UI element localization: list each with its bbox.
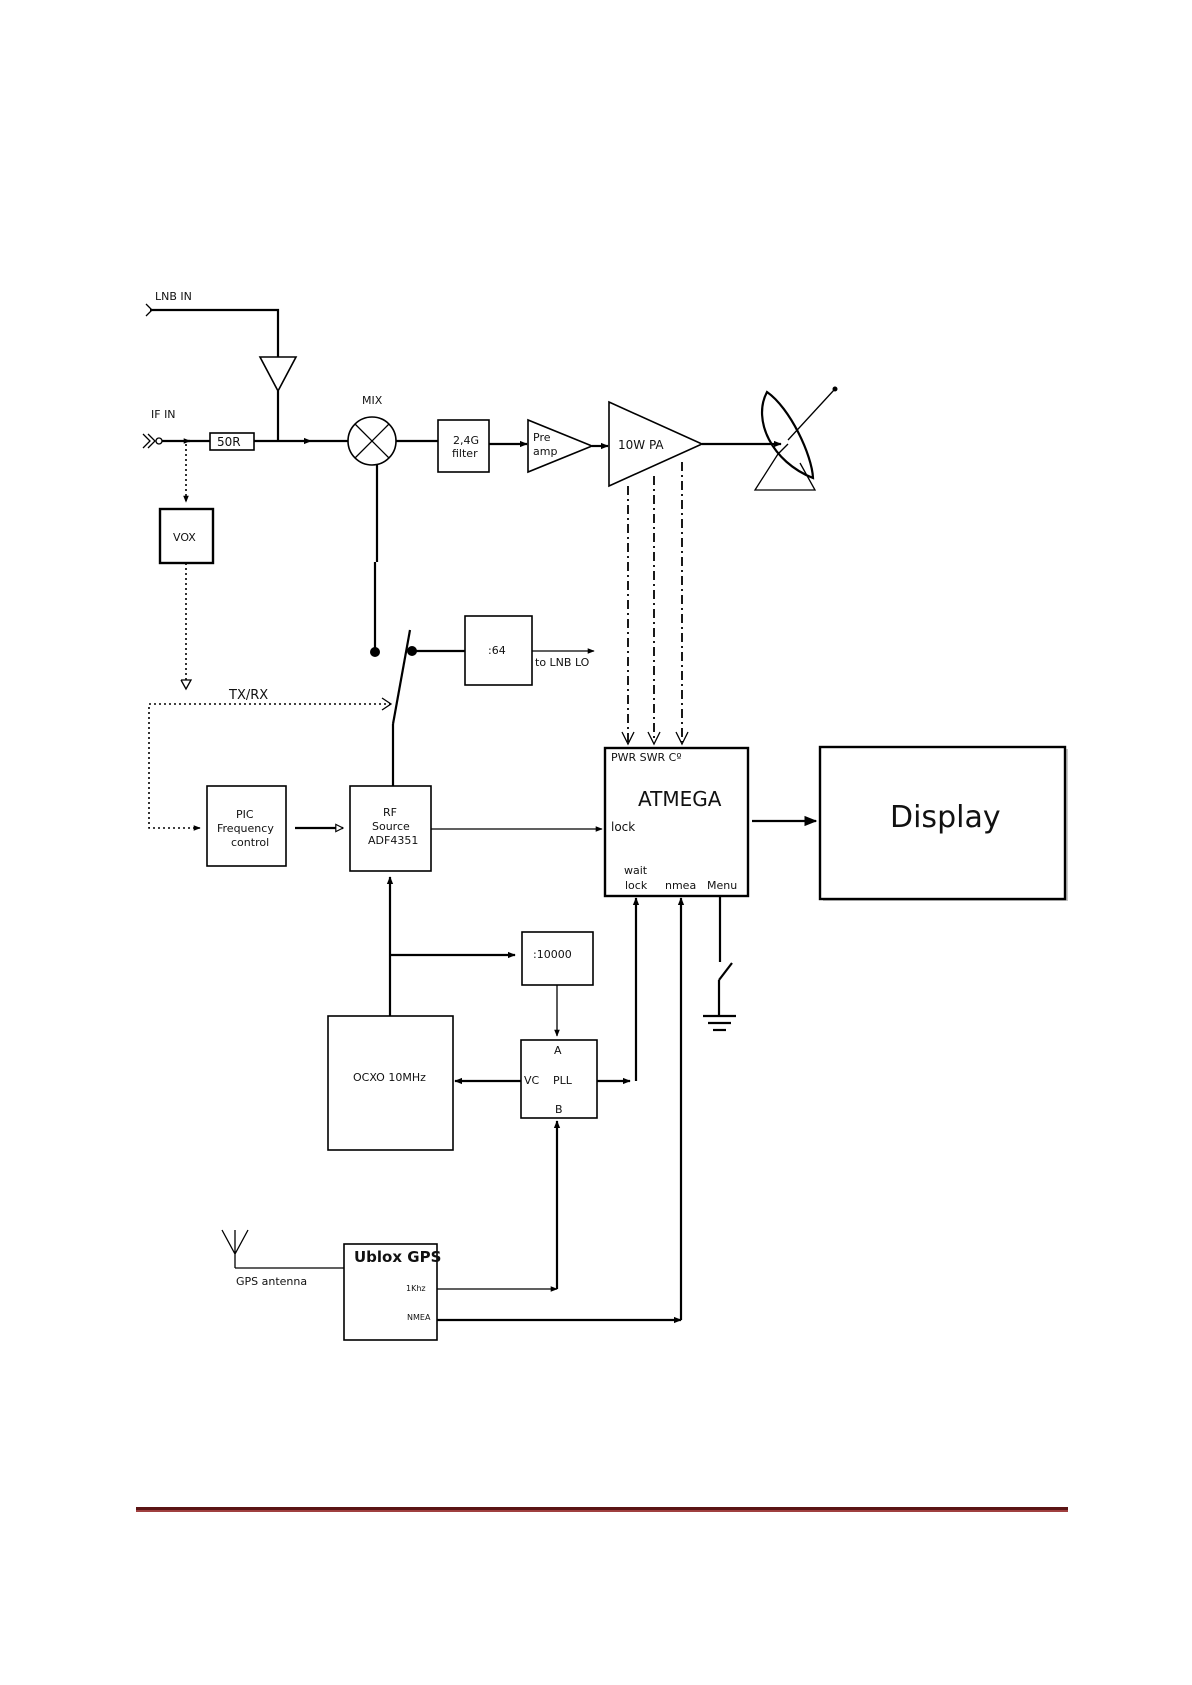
- pic-label-2: Frequency: [217, 822, 274, 835]
- txrx-label: TX/RX: [228, 688, 268, 703]
- footer-rule: [136, 1507, 1068, 1510]
- resistor-50r-label: 50R: [217, 435, 241, 449]
- atmega-nmea-pin: nmea: [665, 879, 696, 892]
- lnb-in-label: LNB IN: [155, 290, 192, 303]
- filter-label-1: 2,4G: [453, 434, 479, 447]
- mixer: MIX: [348, 394, 396, 465]
- ublox-gps-label: Ublox GPS: [354, 1248, 441, 1266]
- lnb-in-wire: [150, 310, 278, 357]
- to-lnb-lo-label: to LNB LO: [535, 656, 590, 669]
- preamp-label-1: Pre: [533, 431, 551, 444]
- divider-10000-label: :10000: [533, 948, 572, 961]
- divider-64-label: :64: [488, 644, 506, 657]
- preamp-label-2: amp: [533, 445, 557, 458]
- pll-label: PLL: [553, 1074, 573, 1087]
- gps-antenna-icon: [222, 1230, 344, 1268]
- menu-switch-ground-icon: [703, 896, 736, 1030]
- vox-label: VOX: [173, 531, 196, 544]
- atmega-wait-lock-pin: lock: [625, 879, 648, 892]
- atmega-lock-pin: lock: [611, 820, 635, 834]
- footer-rule-lower: [136, 1510, 1068, 1512]
- vox-txrx-arrow: [181, 680, 191, 689]
- gps-nmea-pin: NMEA: [407, 1313, 431, 1322]
- if-in-connector: [143, 434, 155, 448]
- gps-antenna-label: GPS antenna: [236, 1275, 307, 1288]
- lnb-amplifier: [260, 357, 296, 391]
- pic-label-1: PIC: [236, 808, 254, 821]
- atmega-label: ATMEGA: [638, 787, 722, 811]
- switch-contact-mixer: [370, 647, 380, 657]
- pic-label-3: control: [231, 836, 269, 849]
- rf-source-label-3: ADF4351: [368, 834, 418, 847]
- pll-vc-label: VC: [524, 1074, 540, 1087]
- pll-b-label: B: [555, 1103, 563, 1116]
- atmega-pins-top: PWR SWR Cº: [611, 751, 682, 764]
- ocxo-label: OCXO 10MHz: [353, 1071, 426, 1084]
- if-in-terminal: [156, 438, 162, 444]
- satellite-dish-icon: [755, 387, 838, 491]
- atmega-menu-pin: Menu: [707, 879, 737, 892]
- atmega-wait-pin: wait: [624, 864, 648, 877]
- if-in-group: IF IN 50R: [143, 408, 348, 450]
- rf-source-label-1: RF: [383, 806, 397, 819]
- tx-rx-switch-blade: [393, 630, 410, 724]
- rf-source-label-2: Source: [372, 820, 410, 833]
- pa-label: 10W PA: [618, 438, 664, 452]
- display-label: Display: [890, 800, 1001, 835]
- pll-a-label: A: [554, 1044, 562, 1057]
- gps-1khz-pin: 1Khz: [406, 1284, 426, 1293]
- filter-label-2: filter: [452, 447, 478, 460]
- mix-label: MIX: [362, 394, 383, 407]
- if-in-label: IF IN: [151, 408, 176, 421]
